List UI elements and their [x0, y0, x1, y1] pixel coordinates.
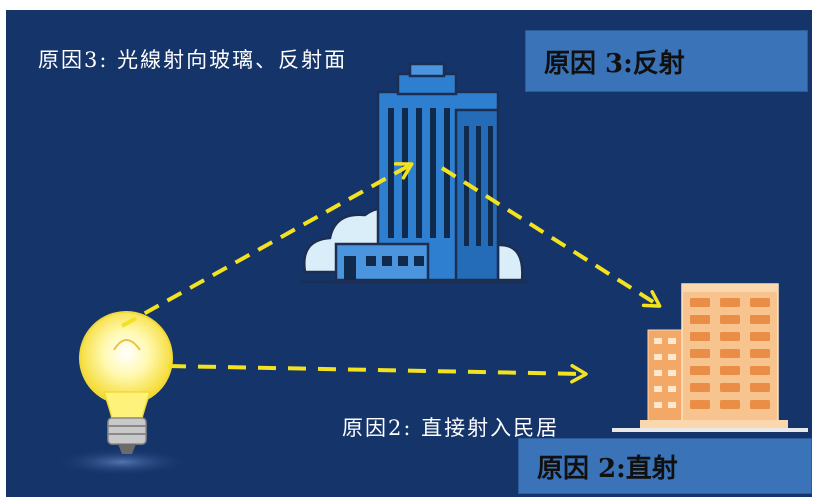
- residence-window: [720, 332, 740, 341]
- arrow-direct-to-residence: [167, 364, 588, 384]
- direct-caption: 原因2: 直接射入民居: [342, 416, 560, 440]
- residence-window: [750, 349, 770, 358]
- residence-window: [690, 383, 710, 392]
- residence-window: [750, 298, 770, 307]
- residence-window: [720, 298, 740, 307]
- residence-window: [750, 400, 770, 409]
- residence-window: [720, 400, 740, 409]
- reflect-label-box: 原因 3:反射: [525, 30, 808, 92]
- residential-building-icon: [612, 283, 808, 432]
- residence-window: [690, 332, 710, 341]
- residence-window: [690, 298, 710, 307]
- residence-window: [690, 349, 710, 358]
- arrow-reflect-to-residence: [440, 166, 662, 308]
- residence-window: [690, 315, 710, 324]
- residence-window: [750, 366, 770, 375]
- residence-window: [750, 383, 770, 392]
- light-bulb-icon: [54, 311, 190, 476]
- residence-window: [750, 332, 770, 341]
- residence-window: [720, 366, 740, 375]
- residence-window: [720, 383, 740, 392]
- arrow-to-tower: [121, 162, 414, 328]
- residence-window: [690, 400, 710, 409]
- residence-window: [720, 349, 740, 358]
- office-tower-icon: [300, 62, 528, 284]
- direct-label-box: 原因 2:直射: [518, 438, 812, 494]
- reflect-caption: 原因3: 光線射向玻璃、反射面: [38, 48, 348, 72]
- residence-window: [690, 366, 710, 375]
- residence-window: [720, 315, 740, 324]
- residence-window: [750, 315, 770, 324]
